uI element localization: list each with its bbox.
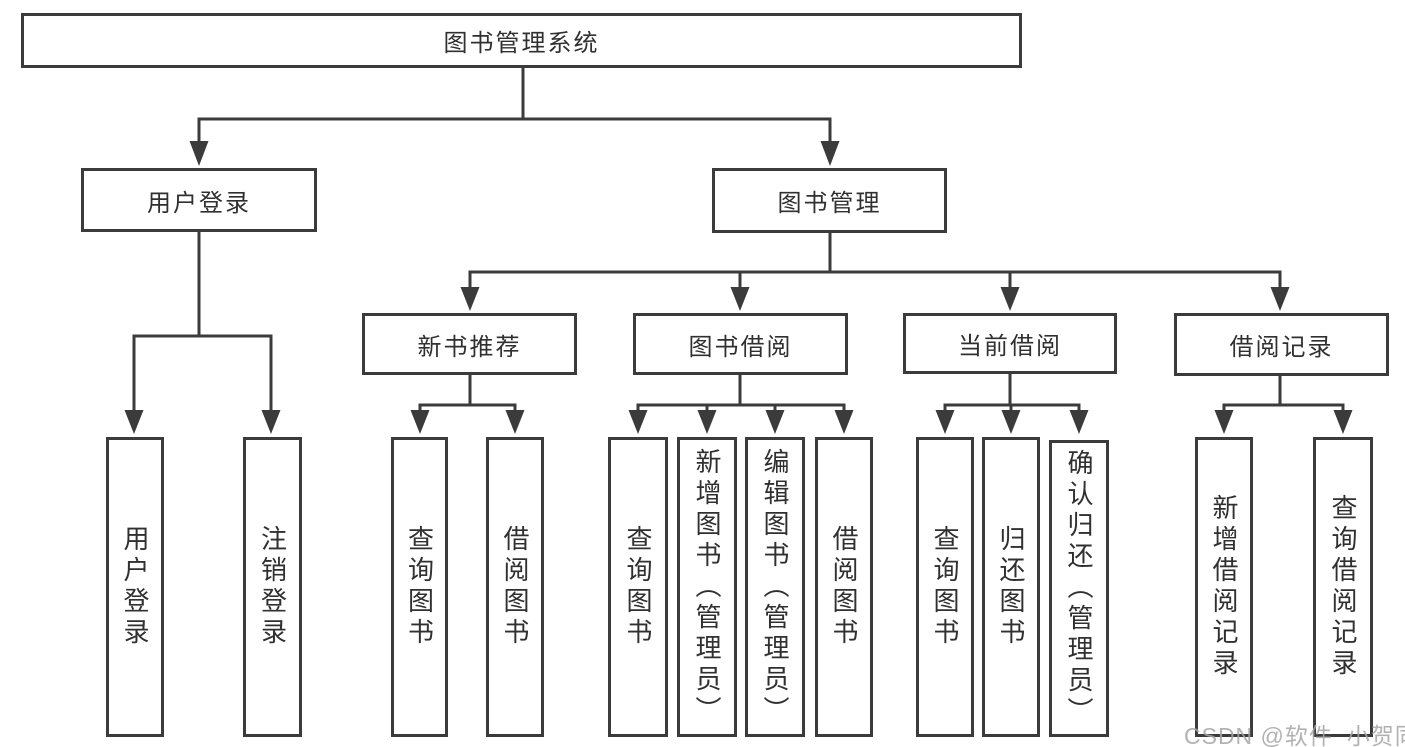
connector-borrow-records-to-leaves: [1214, 376, 1353, 434]
connector-book-management-to-level3: [460, 232, 1290, 311]
node-label: 编辑图书（管理员）: [760, 447, 790, 727]
node-book-borrow: 图书借阅: [633, 313, 848, 375]
leaf-query-borrow-record: 查询借阅记录: [1313, 437, 1373, 737]
connector-user-login-to-leaves: [124, 232, 281, 434]
node-label: 查询图书: [404, 525, 435, 649]
node-current-borrow: 当前借阅: [903, 313, 1117, 374]
node-label: 注销登录: [257, 525, 288, 649]
node-label: 新增图书（管理员）: [692, 447, 722, 727]
node-new-book-recommend: 新书推荐: [362, 313, 577, 375]
arrowhead: [1000, 287, 1020, 311]
arrowhead: [189, 141, 209, 166]
node-label: 当前借阅: [958, 333, 1062, 360]
leaf-add-borrow-record: 新增借阅记录: [1195, 437, 1253, 737]
arrowhead: [1270, 287, 1290, 311]
node-label: 图书管理: [777, 190, 882, 217]
node-label: 用户登录: [120, 525, 150, 649]
leaf-query-books: 查询图书: [608, 437, 668, 737]
node-user-login: 用户登录: [81, 168, 317, 232]
arrowhead: [460, 287, 480, 311]
leaf-borrow-books: 借阅图书: [815, 437, 873, 737]
arrowhead: [505, 410, 525, 434]
arrowhead: [261, 410, 281, 434]
node-root: 图书管理系统: [21, 13, 1022, 68]
node-book-management: 图书管理: [712, 168, 947, 233]
node-label: 确认归还（管理员）: [1064, 449, 1094, 728]
node-borrow-records: 借阅记录: [1174, 313, 1389, 376]
arrowhead: [834, 410, 854, 434]
node-label: 借阅记录: [1229, 334, 1334, 361]
leaf-confirm-return-admin: 确认归还（管理员）: [1049, 440, 1109, 737]
arrowhead: [410, 410, 430, 434]
arrowhead: [1333, 410, 1353, 434]
node-label: 图书借阅: [688, 333, 793, 361]
connector-root-to-level2: [189, 68, 840, 166]
node-label: 新书推荐: [417, 333, 522, 361]
node-label: 查询图书: [623, 525, 653, 649]
arrowhead: [124, 410, 144, 434]
connector-new-book-recommend-to-leaves: [410, 375, 525, 434]
node-label: 查询借阅记录: [1328, 494, 1358, 680]
arrowhead: [1001, 410, 1021, 434]
node-label: 借阅图书: [500, 525, 530, 649]
arrowhead: [765, 410, 785, 434]
arrowhead: [1069, 410, 1089, 434]
arrowhead: [730, 287, 750, 311]
arrowhead: [820, 141, 840, 166]
csdn-watermark: CSDN @软件_小贺同学: [1184, 723, 1405, 747]
leaf-query-books: 查询图书: [391, 437, 448, 737]
arrowhead: [628, 410, 648, 434]
leaf-return-books: 归还图书: [982, 437, 1040, 737]
leaf-user-login: 用户登录: [106, 437, 164, 737]
leaf-edit-books-admin: 编辑图书（管理员）: [745, 437, 805, 737]
node-label: 借阅图书: [829, 525, 859, 649]
arrowhead: [1214, 410, 1234, 434]
arrowhead: [935, 410, 955, 434]
arrowhead: [697, 410, 717, 434]
node-label: 图书管理系统: [443, 30, 600, 57]
leaf-query-books: 查询图书: [916, 437, 974, 737]
node-label: 用户登录: [147, 189, 251, 217]
connector-current-borrow-to-leaves: [935, 374, 1089, 434]
connector-book-borrow-to-leaves: [628, 375, 854, 434]
leaf-logout: 注销登录: [243, 437, 302, 737]
leaf-borrow-books: 借阅图书: [486, 437, 544, 737]
node-label: 归还图书: [996, 525, 1026, 649]
node-label: 查询图书: [930, 525, 960, 649]
leaf-add-books-admin: 新增图书（管理员）: [677, 437, 737, 737]
node-label: 新增借阅记录: [1209, 494, 1239, 680]
